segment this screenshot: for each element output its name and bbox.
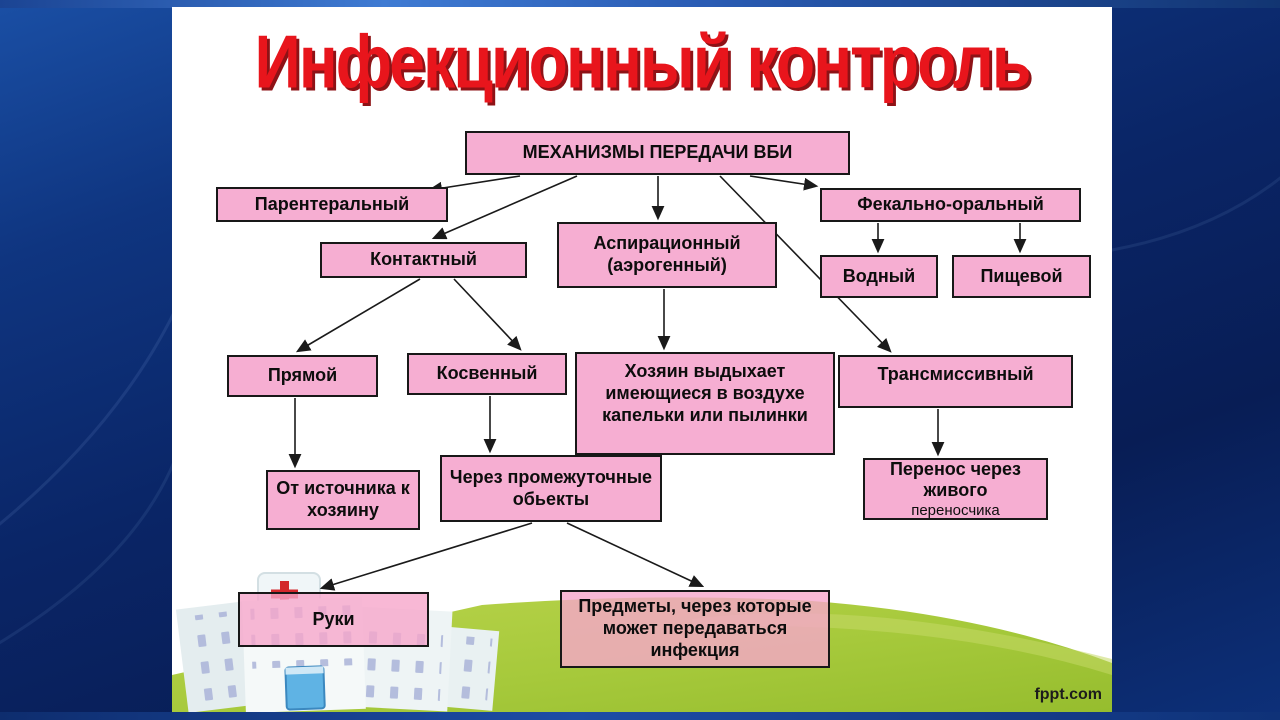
arrow-root-fecal (749, 175, 819, 191)
node-food: Пищевой (952, 255, 1091, 298)
node-host-exhales: Хозяин выдыхает имеющиеся в воздухе капе… (575, 352, 835, 455)
node-mechanisms-root: МЕХАНИЗМЫ ПЕРЕДАЧИ ВБИ (465, 131, 850, 175)
node-from-source: От источника к хозяину (266, 470, 420, 530)
diagram-connectors (288, 175, 1027, 591)
arrow-root-contact (431, 175, 578, 240)
node-hands: Руки (238, 592, 429, 647)
node-indirect: Косвенный (407, 353, 567, 395)
arrow-viaobjects-objects (566, 522, 705, 588)
node-living-carrier-main: Перенос через живого (889, 459, 1021, 500)
node-water: Водный (820, 255, 938, 298)
arrow-contact-indirect (453, 278, 522, 351)
node-living-carrier: Перенос через живого переносчика (863, 458, 1048, 520)
fppt-watermark: fppt.com (1034, 686, 1102, 703)
node-transmissive: Трансмиссивный (838, 355, 1073, 408)
node-parenteral: Парентеральный (216, 187, 448, 222)
node-transmitting-objects: Предметы, через которые может передавать… (560, 590, 830, 668)
slide-canvas: Инфекционный контроль МЕХАНИЗМЫ ПЕРЕДАЧИ… (172, 7, 1112, 712)
arrow-viaobjects-hands (319, 522, 533, 591)
node-direct: Прямой (227, 355, 378, 397)
bottom-gradient-bar (0, 712, 1280, 720)
node-living-carrier-sub: переносчика (911, 501, 1000, 519)
arrow-root-transmissive (719, 175, 892, 353)
page-title: Инфекционный контроль (254, 20, 1032, 105)
top-gradient-bar (0, 0, 1280, 8)
node-via-intermediate-objects: Через промежуточные обьекты (440, 455, 662, 522)
node-contact: Контактный (320, 242, 527, 278)
node-aspiration: Аспирационный (аэрогенный) (557, 222, 777, 288)
arrow-contact-direct (295, 278, 421, 353)
node-fecal-oral: Фекально-оральный (820, 188, 1081, 222)
